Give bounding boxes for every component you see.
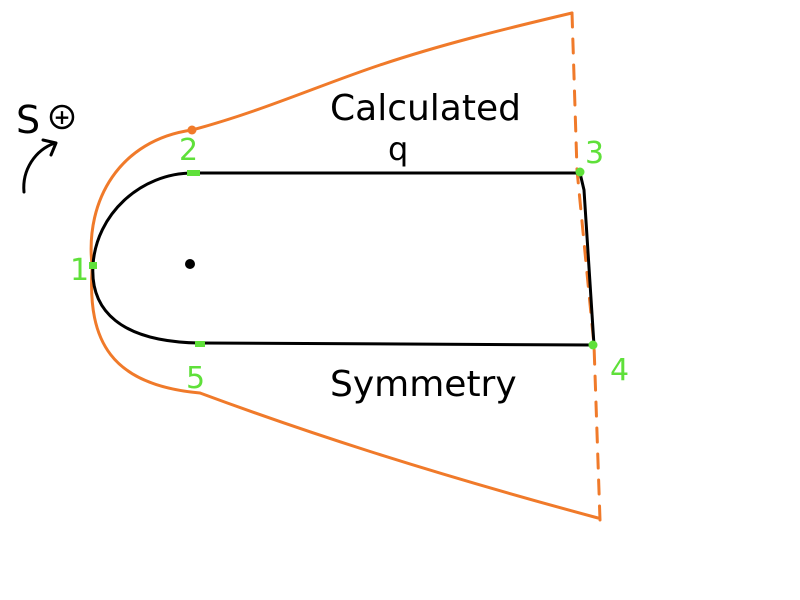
arrow-head xyxy=(41,138,58,157)
center-dot xyxy=(185,259,195,269)
point-2-marker xyxy=(187,170,200,176)
point-5-marker xyxy=(195,341,205,347)
point-2-boundary-marker xyxy=(187,125,197,135)
outer-boundary-right-dashed xyxy=(570,11,602,522)
curved-arrow-icon xyxy=(22,141,57,194)
point-1-label: 1 xyxy=(70,253,89,288)
top-text: Calculated xyxy=(330,88,521,129)
point-2-label: 2 xyxy=(179,133,198,168)
source-plus-icon: + xyxy=(54,105,71,129)
outer-boundary-upper xyxy=(89,11,574,267)
point-5-label: 5 xyxy=(186,361,205,396)
point-1-marker xyxy=(89,262,97,269)
source-circle xyxy=(49,104,75,130)
top-subtext: q xyxy=(388,130,408,168)
point-3-marker xyxy=(575,167,585,177)
point-4-label: 4 xyxy=(610,353,629,388)
outer-boundary-lower xyxy=(90,268,600,520)
source-letter: S xyxy=(16,98,40,142)
inner-body xyxy=(91,171,596,347)
bottom-text: Symmetry xyxy=(330,364,517,405)
point-3-label: 3 xyxy=(585,136,604,171)
point-4-marker xyxy=(588,340,598,350)
